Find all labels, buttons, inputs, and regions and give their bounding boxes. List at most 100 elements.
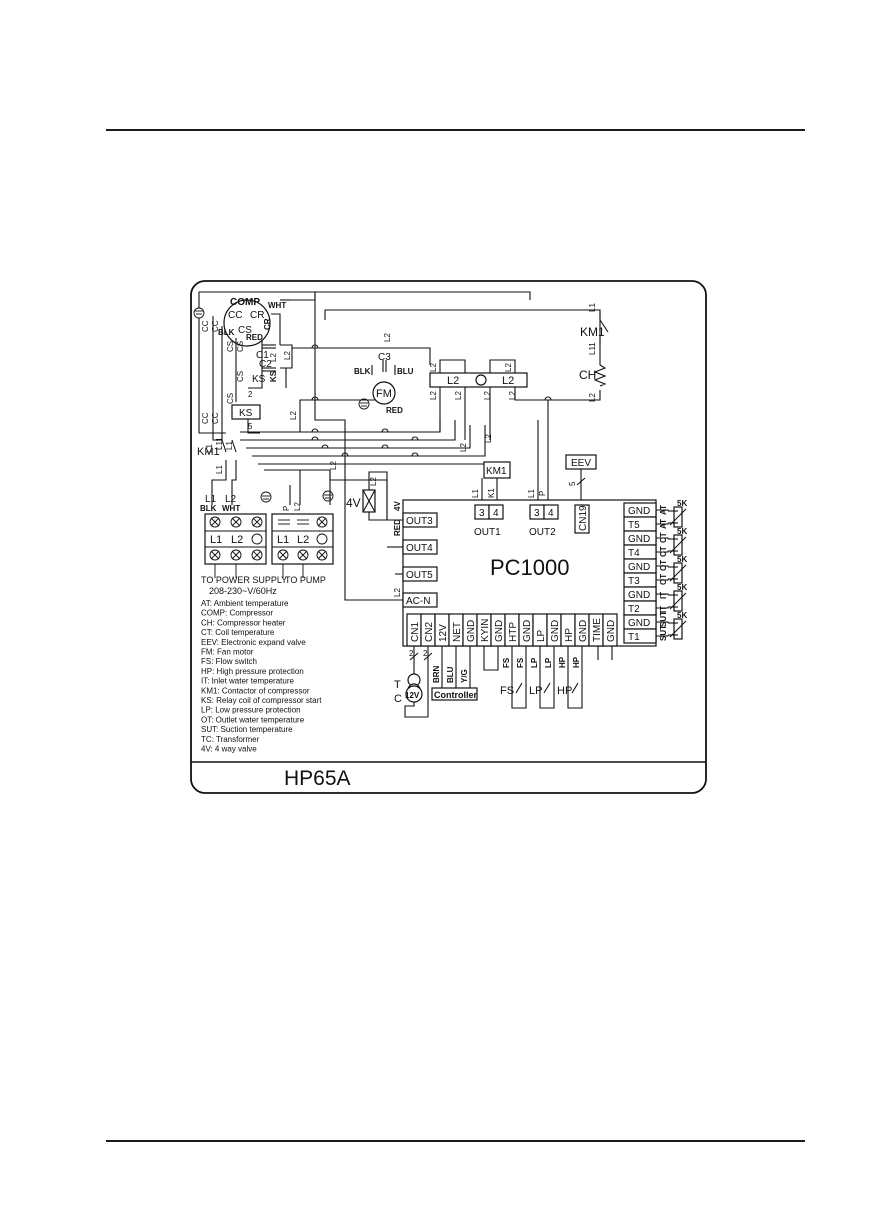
bus-l2-b: L2 [459,443,468,452]
strip-l2-w2: L2 [504,363,513,372]
comp-red: RED [246,333,263,342]
sensor-code: OT [659,560,668,571]
legend-item: IT: Inlet water temperature [201,677,294,686]
bottom-pin-box [602,613,618,647]
diagram-frame [190,280,707,794]
comp-wht: WHT [268,301,286,310]
sensor-res: 5K [677,583,687,592]
out4-red: RED [393,519,402,536]
legend-item: KM1: Contactor of compressor [201,686,310,695]
strip-l2-a: L2 [447,375,459,387]
sensor-res: 5K [677,611,687,620]
compressor-symbol: COMP CC CR CS [223,297,271,347]
fm-label: FM [376,388,392,400]
legend-item: LP: Low pressure protection [201,706,301,715]
ps-l1: L1 [205,494,217,505]
bottom-pin-label: GND [606,620,617,642]
bottom-pin-label: CN2 [424,622,435,642]
sensor-res: 5K [677,499,687,508]
pump-terminal-block [271,513,334,565]
bottom-pin-label: GND [578,620,589,642]
fourv-label: 4V [346,496,361,510]
bus-l2-d: L2 [329,461,338,470]
wire-cc-2: CC [211,320,220,332]
bottom-pin-label: HTP [508,622,519,642]
header-rule [106,129,805,131]
to-pump: TO PUMP [285,575,326,585]
acn-l2: L2 [393,588,402,597]
bus-l2-c: L2 [484,434,493,443]
legend-item: SUT: Suction temperature [201,725,293,734]
fm-red: RED [386,406,403,415]
sensor-code: SUT [659,611,668,627]
strip-l2-w6: L2 [508,391,517,400]
tb-l2: L2 [231,534,243,546]
km1-l11: L11 [215,437,224,450]
wire-cc-1: CC [201,320,210,332]
legend-item: 4V: 4 way valve [201,745,257,754]
wire-cs-2: CS [236,341,245,352]
bottom-pin-label: 12V [438,624,449,642]
sensor-code: SUT [659,625,668,641]
km1-l1-b: L1 [225,441,234,450]
bottom-pin-label: GND [494,620,505,642]
v12-circle [405,685,423,703]
to-power-supply: TO POWER SUPPLY [201,575,287,585]
legend-item: EEV: Electronic expand valve [201,638,306,647]
sensor-code: OT [659,574,668,585]
km1-l1: L1 [205,444,214,453]
fan-ground-icon [358,398,370,410]
legend-item: KS: Relay coil of compressor start [201,696,322,705]
legend-item: CT: Coil temperature [201,628,275,637]
out1-pin3: 3 [479,508,485,519]
pump-l1: L1 [277,534,289,546]
ks-pin5: 5 [248,422,253,431]
strip-l2-w1: L2 [429,363,438,372]
hp-wire-1: HP [558,656,567,668]
ks-relay [231,404,261,420]
capacitor-c1 [262,344,276,349]
wire-cs-4: CS [226,393,235,404]
right-pin-label: GND [628,534,650,545]
right-pin-label: GND [628,618,650,629]
sensor-code: CT [659,532,668,543]
bottom-pin-label: TIME [592,618,603,642]
bottom-pin-label: GND [550,620,561,642]
out2-pin3: 3 [534,508,540,519]
bus-l2-a: L2 [289,411,298,420]
ks-pin2: 2 [248,390,253,399]
out2-connector: 3 4 [529,504,559,520]
km1-l1-out: L1 [215,465,224,474]
legend-item: FM: Fan motor [201,648,254,657]
out1-connector: 3 4 [474,504,504,520]
strip-l2-w3: L2 [429,391,438,400]
c1-label: C1 [256,350,269,361]
ps-wht: WHT [222,504,240,513]
hp-switch-label: HP [557,685,572,697]
legend-item: HP: High pressure protection [201,667,304,676]
board-name: PC1000 [490,555,570,580]
right-pin-label: GND [628,562,650,573]
footer-rule [106,1140,805,1142]
pump-p: P [282,506,291,511]
controller-label: Controller [434,690,477,700]
out3-pin [402,512,438,528]
fm-blu: BLU [397,367,414,376]
bottom-pin-label: KYIN [480,619,491,642]
sensor-code: AT [659,519,668,529]
pump-ground-icon [322,490,334,502]
sensor-code: IT [659,592,668,599]
ground-icon [193,307,205,319]
model-label: HP65A [284,767,351,790]
strip-switch-icon [475,374,487,386]
yg-label: Y/G [460,669,469,683]
sensor-code: CT [659,546,668,557]
c1-l2-label: L2 [283,351,292,360]
legend-item: COMP: Compressor [201,609,273,618]
comp-cr-vertical: CR [263,318,272,330]
bottom-pin-label: HP [564,628,575,642]
sensor-res: 5K [677,555,687,564]
